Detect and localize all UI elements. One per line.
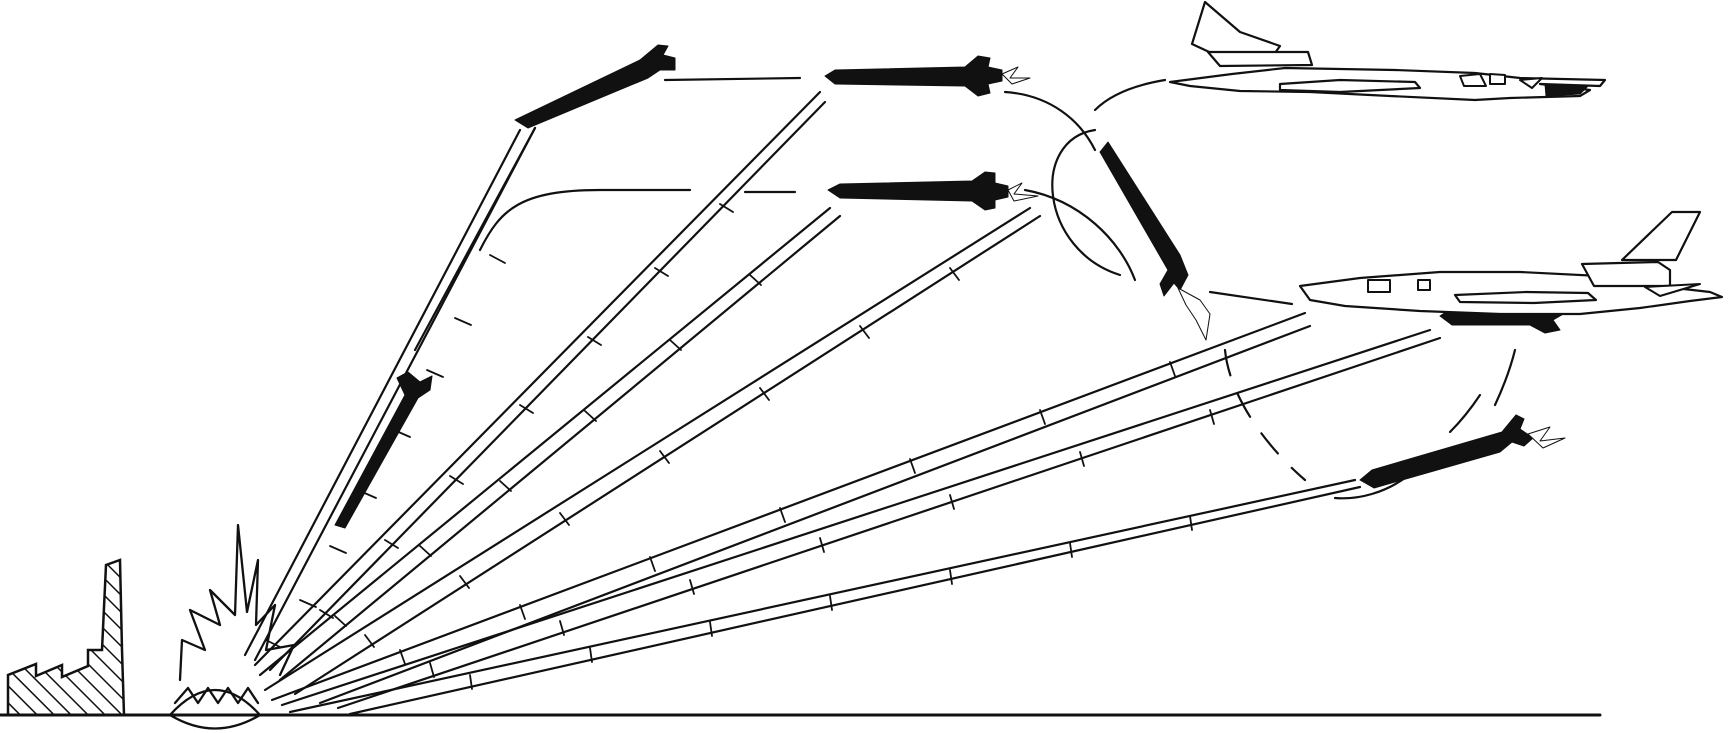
launch-trajectories	[478, 76, 1517, 500]
lower-bomber-aircraft	[1298, 210, 1724, 316]
factory-target	[6, 558, 126, 717]
upper-bomber-aircraft	[1168, 0, 1607, 102]
cruise-missile-paths	[243, 90, 1442, 716]
